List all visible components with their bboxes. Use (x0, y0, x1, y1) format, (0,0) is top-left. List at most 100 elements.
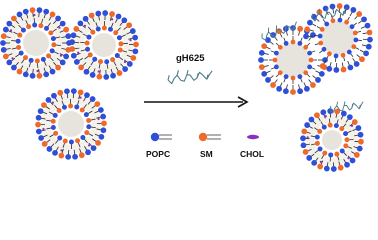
lipid-head (272, 57, 278, 63)
lipid-head (100, 113, 107, 120)
lipid-head (46, 53, 52, 59)
lipid-head (36, 7, 43, 14)
peptide-stick (167, 69, 213, 85)
vesicle-bottom-right (300, 108, 364, 172)
lipid-head (322, 150, 328, 156)
lipid-head (109, 11, 115, 17)
lipid-head (317, 128, 323, 134)
popc-tail-icon (159, 134, 172, 140)
lipid-head (337, 164, 344, 171)
lipid-head (49, 11, 56, 18)
lipid-head (277, 70, 283, 76)
sm-tail-icon (207, 134, 221, 140)
vesicle-top-middle (69, 10, 139, 80)
lipid-head (324, 21, 330, 27)
lipid-head (20, 27, 26, 33)
lipid-head (363, 50, 369, 57)
lipid-head (283, 40, 289, 46)
lipid-head (356, 145, 363, 152)
lipid-head (57, 135, 63, 141)
lipid-head (355, 125, 362, 131)
lipid-head (367, 36, 373, 43)
lipid-head (300, 135, 306, 142)
legend-item-sm: SM (198, 132, 221, 159)
lipid-head (97, 107, 104, 113)
lipid-head (317, 163, 324, 170)
lipid-head (38, 23, 44, 29)
lipid-head (358, 138, 364, 145)
lipid-head (333, 67, 340, 73)
lipid-head (261, 70, 268, 77)
lipid-head (353, 61, 360, 67)
lipid-head (340, 110, 347, 117)
lipid-head (28, 57, 34, 63)
lipid-head (6, 59, 13, 66)
lipid-head (49, 68, 56, 75)
lipid-head (282, 88, 289, 95)
lipid-head (65, 33, 72, 40)
lipid-head (89, 72, 96, 78)
lipid-head (340, 52, 346, 58)
lipid-head (83, 112, 89, 118)
lipid-head (35, 121, 41, 128)
lipid-head (344, 19, 350, 25)
lipid-head (44, 25, 50, 31)
lipid-head (302, 149, 309, 155)
vesicle-lumen (23, 30, 49, 56)
lipid-head (86, 117, 92, 123)
lipid-head (78, 64, 85, 71)
lipid-head (62, 138, 68, 144)
lipid-head (318, 70, 325, 77)
lipid-head (310, 82, 316, 88)
lipid-head (34, 58, 40, 64)
lipid-head (350, 7, 357, 13)
peptide-stick (329, 101, 364, 114)
lipid-head (52, 149, 58, 156)
lipid-head (94, 101, 101, 108)
lipid-head (352, 30, 358, 36)
lipid-head (68, 139, 74, 145)
lipid-head (132, 34, 139, 41)
lipid-head (321, 124, 327, 130)
lipid-head (314, 112, 320, 119)
legend-item-chol: CHOL (240, 134, 264, 159)
lipid-head (64, 88, 70, 95)
lipid-head (314, 134, 320, 140)
lipid-head (57, 89, 64, 96)
peptide-stick (261, 21, 297, 41)
lipid-head (330, 18, 336, 24)
lipid-head (130, 55, 137, 61)
lipid-head (334, 108, 341, 115)
lipid-head (2, 53, 9, 60)
lipid-head (320, 109, 327, 116)
lipid-head (49, 48, 55, 54)
lipid-head (339, 126, 345, 132)
lipid-head (59, 59, 66, 66)
peptide-stick (311, 7, 348, 22)
lipid-head (336, 3, 343, 9)
lipid-head (344, 161, 350, 168)
lipid-head (18, 50, 24, 56)
lipid-head (317, 33, 323, 39)
lipid-head (82, 15, 89, 22)
lipid-head (300, 142, 307, 149)
lipid-head (283, 74, 289, 80)
lipid-head (103, 74, 110, 80)
lipid-head (343, 131, 349, 137)
lipid-head (258, 64, 265, 71)
lipid-head (304, 122, 311, 128)
lipid-head (90, 145, 97, 152)
lipid-head (311, 159, 318, 166)
lipid-head (307, 64, 313, 70)
lipid-head (117, 47, 123, 53)
lipid-head (297, 74, 303, 80)
lipid-head (59, 20, 66, 27)
lipid-head (29, 72, 36, 79)
lipid-head (110, 57, 116, 63)
lipid-head (297, 88, 304, 95)
lipid-head (101, 25, 107, 31)
lipid-head (43, 71, 50, 78)
lipid-head (85, 46, 91, 52)
lipid-head (35, 128, 42, 135)
fusion-scheme-diagram: gH625 POPC SM CHOL (0, 3, 373, 172)
